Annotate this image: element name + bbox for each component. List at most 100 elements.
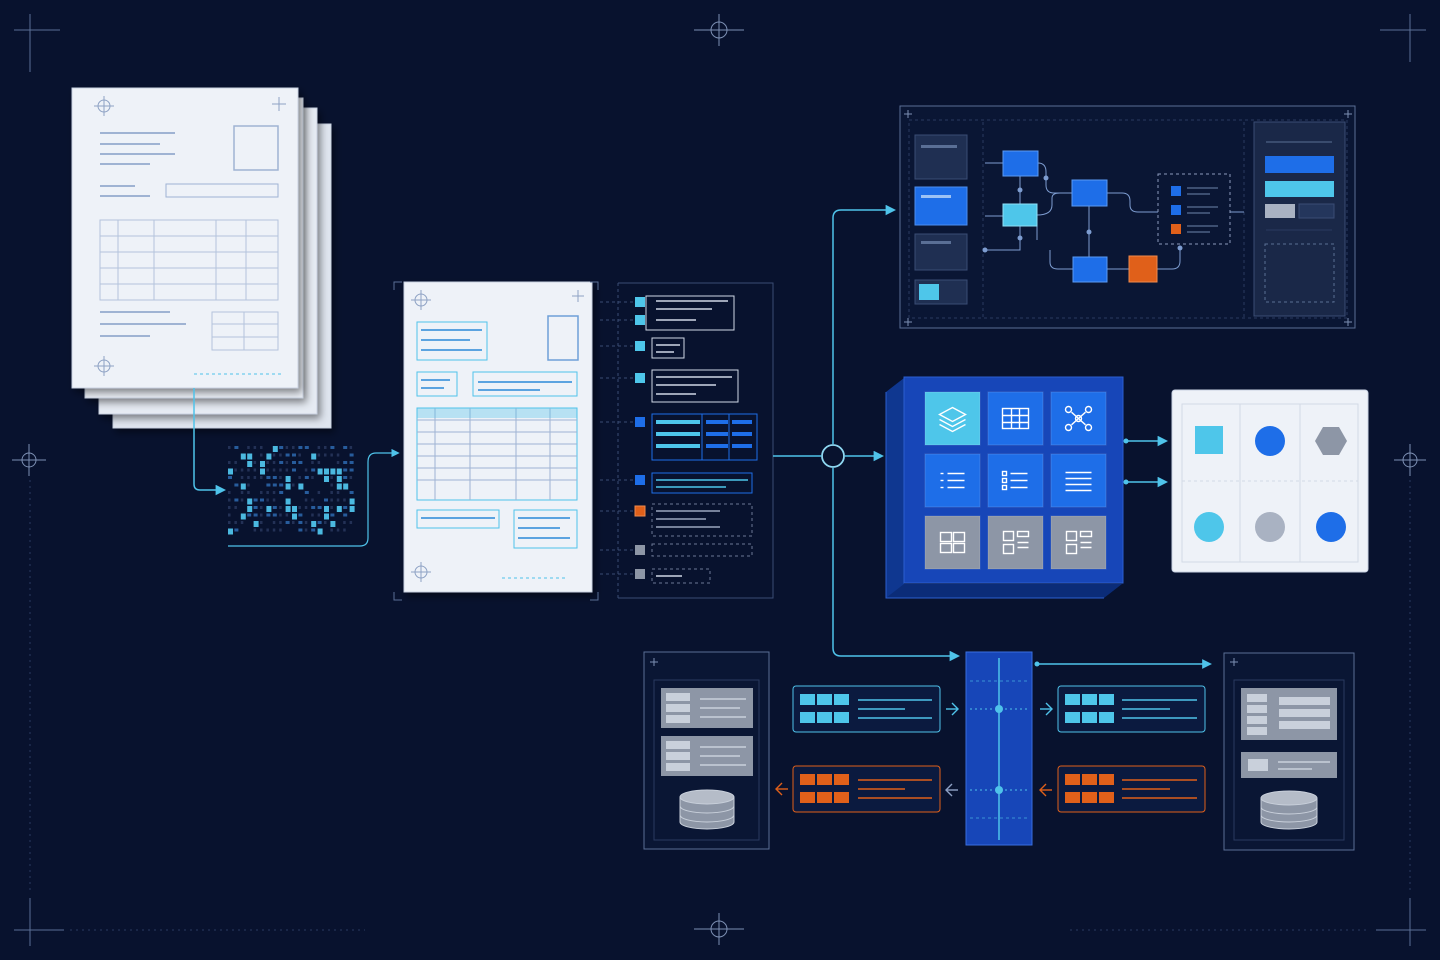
pixel-cell — [234, 521, 237, 524]
pixel-cell — [336, 491, 340, 494]
extracted-field-row — [600, 472, 753, 494]
pixel-cell — [279, 521, 282, 524]
pixel-cell — [260, 491, 263, 494]
pixel-cell — [247, 491, 250, 494]
arrow-icon — [1039, 783, 1052, 797]
sync-record-right-orange — [1057, 765, 1206, 813]
pixel-cell — [292, 521, 295, 524]
pixel-cell — [317, 528, 323, 535]
pixel-cell — [336, 461, 340, 464]
pixel-cell — [272, 468, 276, 472]
pixel-cell — [272, 446, 278, 452]
pixel-cell — [272, 461, 276, 464]
pixel-cell — [285, 461, 289, 464]
pixel-cell — [336, 528, 340, 532]
hexagon-shape — [1315, 427, 1347, 455]
pixel-cell — [240, 498, 244, 502]
sync-record-left-blue — [792, 685, 941, 733]
pixel-cell — [266, 498, 269, 502]
pixel-cell — [247, 476, 250, 479]
extracted-field-row — [600, 337, 685, 359]
pixel-cell — [285, 453, 290, 457]
pixel-cell — [266, 513, 271, 517]
pixel-cell — [292, 483, 295, 487]
pixel-cell — [343, 468, 348, 472]
sync-hub-column — [965, 651, 1033, 846]
pixel-cell — [247, 468, 250, 472]
pixel-cell — [330, 521, 336, 527]
pixel-cell — [304, 468, 308, 472]
sync-arrows — [775, 659, 1212, 797]
pixel-cell — [272, 476, 277, 479]
pixel-cell — [272, 491, 276, 494]
pixel-cell — [343, 498, 346, 502]
pixel-cell — [336, 476, 342, 482]
pixel-cell — [228, 446, 231, 449]
pixel-cell — [260, 506, 263, 509]
pixel-cell — [304, 446, 309, 449]
frame-marks — [14, 14, 1426, 946]
list-icon — [940, 472, 965, 489]
table-icon — [1001, 407, 1030, 430]
pixel-cell — [253, 498, 258, 502]
pixel-cell — [260, 461, 265, 467]
pixel-cell — [253, 461, 257, 464]
database-icon — [1260, 790, 1318, 830]
pixel-cell — [260, 498, 264, 502]
circle-shape — [1316, 512, 1346, 542]
pixel-cell — [311, 476, 314, 479]
layers-icon — [938, 406, 967, 433]
pixel-cell — [324, 498, 328, 502]
pixel-cell — [253, 476, 257, 479]
component-tile — [924, 515, 981, 570]
pixel-cell — [228, 491, 231, 494]
pixel-cell — [292, 468, 296, 472]
hub-branches — [832, 204, 961, 662]
workflow-properties-panel — [1253, 121, 1346, 317]
right-system-panel — [1223, 652, 1355, 851]
circle-shape — [1255, 512, 1285, 542]
pixel-cell — [336, 468, 342, 475]
pixel-cell — [228, 476, 232, 479]
pixel-cell — [304, 498, 308, 502]
workflow-node — [1071, 179, 1108, 207]
pixel-cell — [349, 498, 355, 505]
pixel-cell — [285, 521, 290, 524]
pixel-cell — [279, 476, 282, 479]
pixel-cell — [343, 521, 346, 524]
pixel-cell — [311, 468, 316, 472]
pixel-cell — [317, 491, 321, 494]
layout-icon — [1002, 530, 1030, 555]
workflow-node — [1072, 256, 1108, 283]
pixel-cell — [330, 483, 333, 487]
pixel-cell — [324, 506, 329, 512]
pixel-cell — [285, 498, 291, 505]
pixel-cell — [234, 483, 239, 487]
pixel-cell — [330, 453, 333, 457]
pixel-cell — [317, 521, 322, 524]
pixel-cell — [292, 453, 296, 457]
pixel-cell — [253, 446, 257, 449]
component-tile — [987, 391, 1044, 446]
pixel-cell — [253, 521, 259, 527]
pixel-cell — [266, 506, 272, 512]
pixel-cell — [266, 453, 272, 460]
pixel-cell — [247, 506, 253, 512]
annotated-document — [393, 281, 599, 601]
database-icon — [679, 789, 735, 830]
crosshair-icon — [694, 14, 744, 46]
pixel-cell — [330, 506, 333, 509]
left-system-panel — [643, 651, 770, 850]
extracted-fields-panel — [600, 282, 774, 599]
pixel-cell — [240, 476, 244, 479]
component-tile — [924, 453, 981, 508]
pixel-cell — [285, 468, 289, 472]
pixel-cell — [260, 446, 263, 449]
pixel-cell — [247, 461, 253, 467]
extracted-field-row — [600, 568, 711, 584]
connector-grid-to-document — [228, 448, 400, 547]
pixel-cell — [349, 476, 353, 479]
pixel-cell — [349, 491, 354, 494]
pixel-cell — [311, 521, 317, 527]
workflow-canvas — [899, 105, 1356, 329]
